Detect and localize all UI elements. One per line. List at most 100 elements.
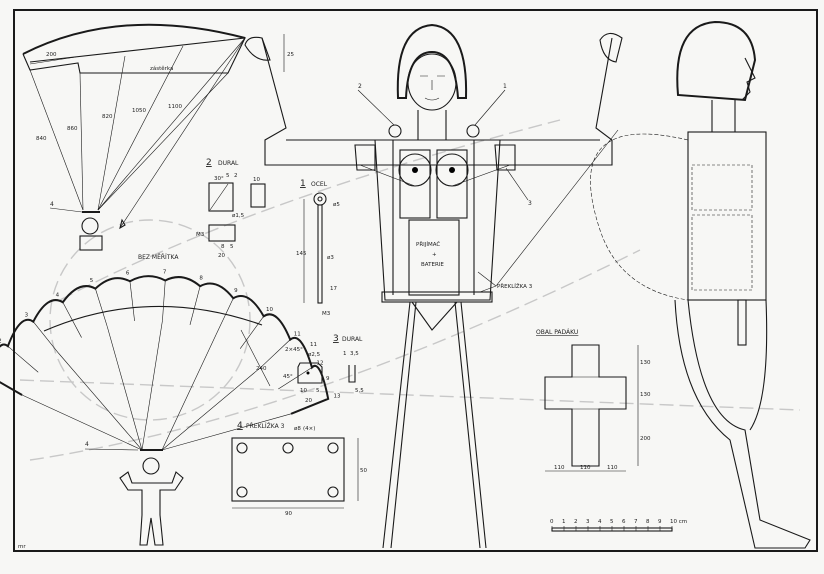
canopy-cell-number: 3 [25, 313, 29, 319]
dim: 130 [640, 392, 651, 398]
suspension-line [107, 326, 143, 451]
canopy-cell-number: 13 [334, 393, 341, 399]
dim: 8 [221, 244, 225, 250]
dim-820: 820 [102, 114, 113, 120]
canopy-rib [33, 321, 59, 354]
scale-tick-label: 3 [586, 519, 590, 525]
suspension-line [161, 413, 292, 451]
dim: 20 [305, 398, 312, 404]
parachute-cover-net: OBAL PADÁKU 130 130 200 110 110 110 [536, 329, 651, 472]
dim: ø2,5 [308, 352, 321, 358]
detail-2-dural: 2 DURAL 5 2 30° 10 ø1,5 M3 8 5 20 [196, 158, 266, 259]
dim: (4×) [303, 426, 315, 432]
dim: 30° [214, 176, 224, 182]
canopy-rib [7, 345, 39, 373]
canopy-cell-number: 4 [56, 292, 60, 298]
canopy-rib [239, 316, 264, 349]
canopy-cell-number: 11 [294, 331, 301, 337]
dim: ø1,5 [232, 213, 245, 219]
detail-material: PŘEKLÍŽKA 3 [246, 422, 285, 430]
scale-tick-label: 7 [634, 519, 638, 525]
receiver-label: PŘIJÍMAČ [416, 240, 440, 248]
background-guides [19, 119, 801, 461]
canopy-rib [189, 286, 201, 325]
dim: 11 [310, 342, 317, 348]
dim: 20 [218, 253, 225, 259]
dim: ø8 [294, 426, 301, 432]
suspension-line [161, 366, 262, 451]
scale-tick-label: 10 cm [670, 519, 687, 525]
detail-1-ocel: 1 OCEL 145 ø5 ø3 17 M3 [296, 179, 340, 317]
dim: 145 [296, 251, 307, 257]
canopy-cell-number: 10 [266, 307, 273, 313]
dim: M3 [196, 232, 205, 238]
not-to-scale-label: BEZ MĚŘÍTKA [138, 253, 179, 261]
canopy-rib [290, 398, 329, 415]
detail-number: 4 [237, 421, 243, 431]
scale-tick-label: 1 [562, 519, 566, 525]
label-zasterka: zástěrka [150, 65, 173, 72]
suspension-line [161, 334, 217, 451]
dim: 90 [285, 511, 292, 517]
dim: 5,5 [355, 388, 364, 394]
dim: 5 [316, 388, 320, 394]
dim: 110 [580, 465, 591, 471]
callout-3: 3 [528, 200, 532, 207]
signature: mr [18, 544, 26, 550]
dim: 17 [330, 286, 337, 292]
dim-1100: 1100 [168, 104, 182, 110]
callout-2: 2 [358, 83, 362, 90]
dim: 5 [226, 173, 230, 179]
detail-material: OCEL [311, 181, 328, 188]
detail-4-preklizka: 4 PŘEKLÍŽKA 3 ø8 (4×) 50 90 [231, 421, 367, 517]
plus-label: + [432, 252, 437, 258]
dim: 110 [554, 465, 565, 471]
dim-860: 860 [67, 126, 78, 132]
dim: 9 [326, 376, 330, 382]
cover-title: OBAL PADÁKU [536, 329, 578, 336]
detail-material: DURAL [342, 336, 363, 343]
canopy-cell-number: 12 [317, 361, 324, 367]
canopy-rib [0, 381, 23, 396]
dim: 1 [343, 351, 347, 357]
dim: ø3 [327, 255, 334, 261]
canopy-cell-number: 8 [199, 275, 203, 281]
suspension-line [21, 394, 143, 451]
dim: ø5 [333, 202, 340, 208]
canopy-cell-number: 6 [126, 270, 130, 276]
scale-tick-label: 2 [574, 519, 578, 525]
detail-material: DURAL [218, 160, 239, 167]
canopy-rib [260, 339, 291, 368]
dim-200: 200 [46, 52, 57, 58]
front-figure: PŘIJÍMAČ + BATERIE 2 1 3 PŘEKLÍŽKA 3 [244, 23, 623, 549]
ref-4: 4 [50, 201, 54, 208]
canopy-rib [278, 367, 313, 390]
scale-tick-label: 9 [658, 519, 662, 525]
dim: 50 [360, 468, 367, 474]
canopy-cell-number: 7 [163, 269, 167, 275]
canopy-rib [129, 281, 135, 322]
detail-3-dural: 3 DURAL 2×45° 11 ø2,5 45° 9 10 5 20 1 3,… [283, 334, 364, 404]
scale-tick-label: 4 [598, 519, 602, 525]
dim: 110 [607, 465, 618, 471]
scale-tick-label: 6 [622, 519, 626, 525]
detail-number: 3 [333, 334, 339, 344]
battery-label: BATERIE [421, 262, 444, 268]
dim-240: 240 [256, 366, 267, 372]
scale-tick-label: 5 [610, 519, 614, 525]
dim-840: 840 [36, 136, 47, 142]
scale-tick-label: 0 [550, 519, 554, 525]
callout-1: 1 [503, 83, 507, 90]
suspension-line [141, 320, 163, 451]
canopy-cell-number: 2 [0, 338, 2, 344]
dim: M3 [322, 311, 331, 317]
canopy-cell-number: 5 [90, 278, 94, 284]
suspension-line [58, 352, 143, 451]
canopy-front-view: BEZ MĚŘÍTKA 12345678910111213 240 4 [0, 253, 341, 546]
canopy-rib [162, 280, 166, 321]
dim: 10 [253, 177, 260, 183]
dim: 45° [283, 374, 293, 380]
